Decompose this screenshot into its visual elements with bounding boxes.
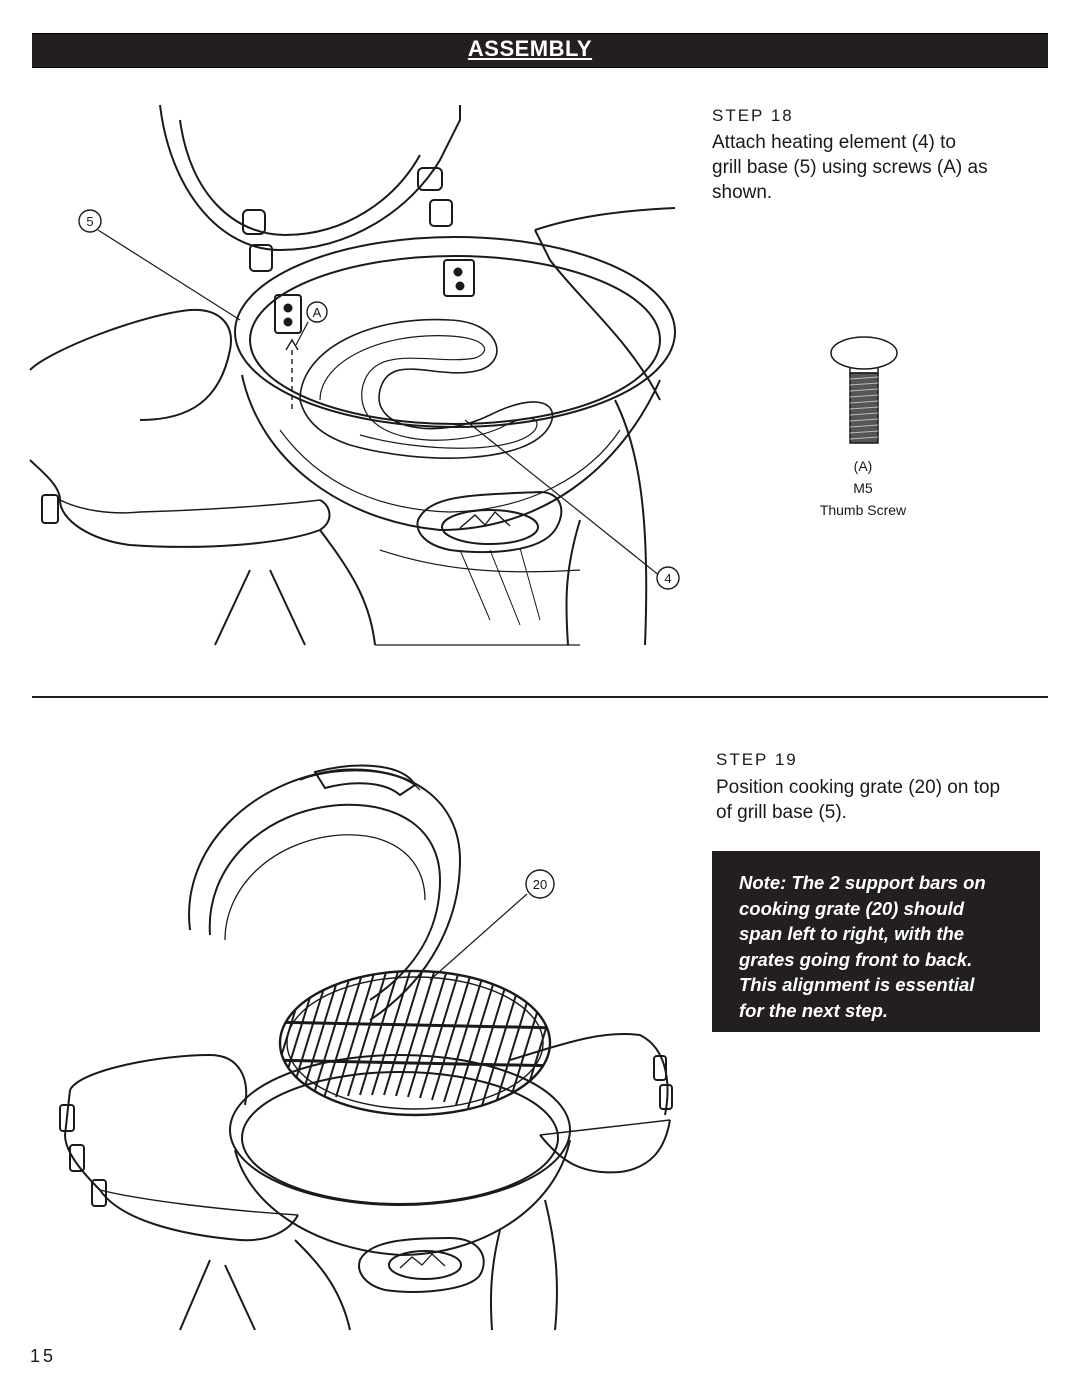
callout-5: 5: [78, 209, 102, 233]
note-box: Note: The 2 support bars on cooking grat…: [712, 851, 1040, 1032]
callout-5-label: 5: [86, 214, 93, 229]
note-line: span left to right, with the: [739, 923, 965, 944]
step-18-line: shown.: [712, 182, 773, 203]
callout-20: 20: [525, 869, 555, 899]
section-title: ASSEMBLY: [467, 36, 593, 61]
part-name: Thumb Screw: [819, 502, 907, 518]
step-18-line: Attach heating element (4) to: [712, 132, 956, 153]
note-line: This alignment is essential: [739, 974, 975, 995]
step-18-instructions: Attach heating element (4) to grill base…: [712, 130, 988, 205]
note-line: grates going front to back.: [739, 948, 973, 970]
step-18-label: STEP 18: [712, 106, 794, 125]
callout-A: A: [306, 301, 328, 323]
note-line: Note: The 2 support bars on: [739, 872, 986, 893]
step-19-line: of grill base (5).: [716, 802, 847, 823]
note-line: cooking grate (20) should: [739, 897, 965, 919]
step-19-line: Position cooking grate (20) on top: [716, 777, 1001, 798]
step-18-illustration: 5 A 4: [29, 104, 680, 646]
step-19-illustration: 20: [59, 764, 673, 1331]
note-text: Note: The 2 support bars on cooking grat…: [739, 870, 1034, 1023]
step-18-line: grill base (5) using screws (A) as: [712, 157, 988, 178]
callout-A-label: A: [313, 305, 322, 320]
part-size: M5: [853, 480, 873, 496]
section-header-bar: ASSEMBLY: [32, 33, 1048, 68]
part-id: (A): [853, 458, 873, 474]
step-19-instructions: Position cooking grate (20) on top of gr…: [716, 775, 1000, 825]
note-line: for the next step.: [739, 999, 889, 1021]
callout-4: 4: [656, 566, 680, 590]
step-19-label: STEP 19: [716, 750, 798, 769]
callout-20-label: 20: [533, 877, 547, 892]
callout-4-label: 4: [664, 571, 671, 586]
page-number: 15: [30, 1346, 57, 1366]
thumb-screw-illustration: [830, 336, 898, 444]
section-divider: [32, 696, 1048, 698]
